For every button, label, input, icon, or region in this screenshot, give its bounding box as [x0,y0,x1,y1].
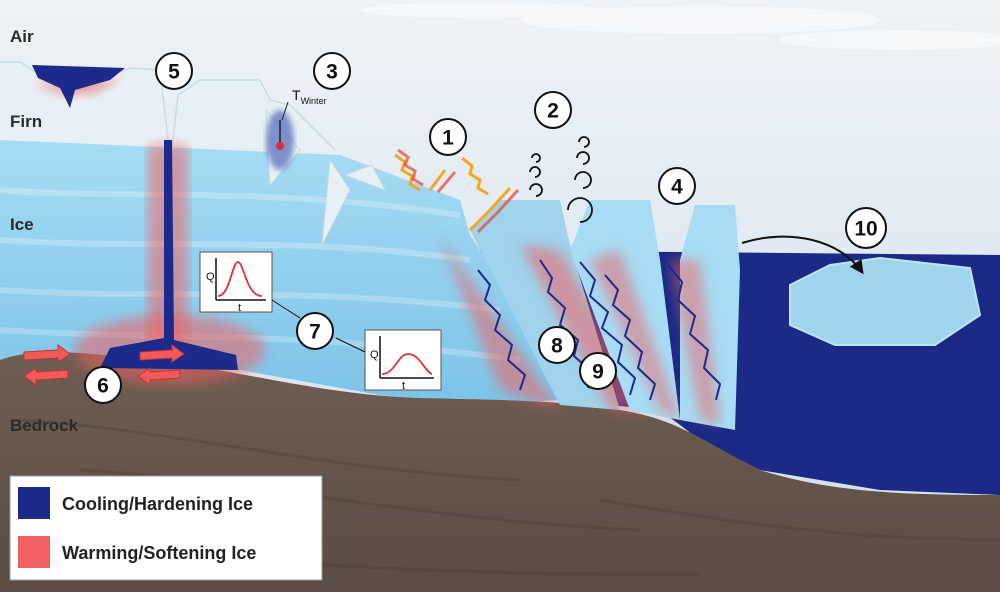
marker-9: 9 [579,352,617,390]
svg-text:7: 7 [309,321,321,344]
marker-3: 3 [313,52,351,90]
legend-cooling-label: Cooling/Hardening Ice [62,494,253,514]
moulin-and-subglacial-lake [100,140,238,370]
svg-text:TWinter: TWinter [292,87,327,106]
graph-a-y-label: Q [206,271,215,283]
svg-text:4: 4 [671,176,683,199]
temperature-subscript: Winter [301,96,327,106]
temperature-label: T [292,87,301,103]
graph-b-x-label: t [402,380,405,392]
svg-text:3: 3 [326,61,338,84]
sliding-arrows [23,344,185,386]
marker-1: 1 [429,118,467,156]
svg-text:2: 2 [547,100,559,123]
legend-warming-label: Warming/Softening Ice [62,543,256,563]
legend-swatch-cooling [18,487,50,519]
legend-swatch-warming [18,536,50,568]
surface-meltwater [32,65,125,108]
iceberg [789,256,982,346]
clouds [360,2,1000,50]
svg-text:10: 10 [854,218,877,241]
radiation-arrows [394,148,520,234]
graph-b-y-label: Q [370,349,379,361]
layer-label-ice: Ice [10,215,34,234]
svg-text:1: 1 [442,127,454,150]
layer-label-firn: Firn [10,112,42,131]
marker-8: 8 [538,326,576,364]
marker-2: 2 [534,91,572,129]
marker-7: 7 [296,312,334,350]
graph-a-x-label: t [238,302,241,314]
layer-label-bedrock: Bedrock [10,416,79,435]
marker-4: 4 [658,167,696,205]
marker-6: 6 [84,366,122,404]
calving-front [440,200,740,430]
graph-inset-broad-peak: Q t [364,329,442,392]
graph-inset-sharp-peak: Q t [199,251,273,314]
thermometer-icon [276,142,284,150]
drift-arrow [741,235,864,275]
layer-label-air: Air [10,27,34,46]
svg-text:8: 8 [551,335,563,358]
svg-text:5: 5 [168,61,180,84]
sublimation-curls [529,136,593,223]
legend: Cooling/Hardening Ice Warming/Softening … [9,475,323,581]
marker-10: 10 [845,207,887,249]
marker-5: 5 [155,52,193,90]
svg-text:6: 6 [97,375,109,398]
svg-text:9: 9 [592,361,604,384]
